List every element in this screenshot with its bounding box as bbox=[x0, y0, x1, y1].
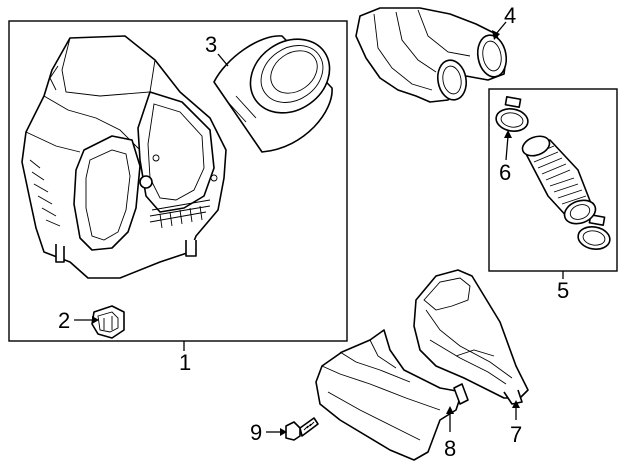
callout-6-label: 6 bbox=[499, 160, 511, 185]
callout-4-leader bbox=[495, 21, 507, 35]
callout-9-arrowhead bbox=[280, 428, 287, 436]
hose-assembly-icon bbox=[521, 135, 597, 225]
callout-6-arrowhead bbox=[504, 130, 512, 138]
callout-8-label: 8 bbox=[444, 436, 456, 461]
callout-2-label: 2 bbox=[58, 308, 70, 333]
hose-group-frame bbox=[488, 88, 618, 272]
callout-3-label: 3 bbox=[205, 32, 217, 57]
callout-3-leader bbox=[217, 53, 229, 67]
lower-air-guide-icon bbox=[315, 329, 469, 461]
callout-2-arrowhead bbox=[92, 316, 99, 324]
callout-7-arrowhead bbox=[512, 400, 520, 408]
hose-clamp-icon bbox=[495, 96, 611, 250]
housing-group-frame bbox=[8, 20, 348, 342]
callout-8-arrowhead bbox=[446, 406, 454, 414]
callout-1-label: 1 bbox=[179, 350, 191, 375]
callout-5-label: 5 bbox=[557, 278, 569, 303]
air-inlet-duct-icon bbox=[413, 269, 529, 405]
grommet-icon bbox=[91, 305, 125, 339]
callout-4-label: 4 bbox=[504, 3, 516, 28]
bolt-icon bbox=[285, 417, 319, 441]
callout-7-label: 7 bbox=[510, 422, 522, 447]
intake-duct-icon bbox=[355, 7, 508, 103]
air-cleaner-housing-icon bbox=[21, 35, 227, 279]
callout-6-leader bbox=[505, 135, 509, 161]
air-filter-element-icon bbox=[213, 35, 333, 153]
callout-9-label: 9 bbox=[250, 420, 262, 445]
callout-4-arrowhead bbox=[492, 30, 500, 40]
